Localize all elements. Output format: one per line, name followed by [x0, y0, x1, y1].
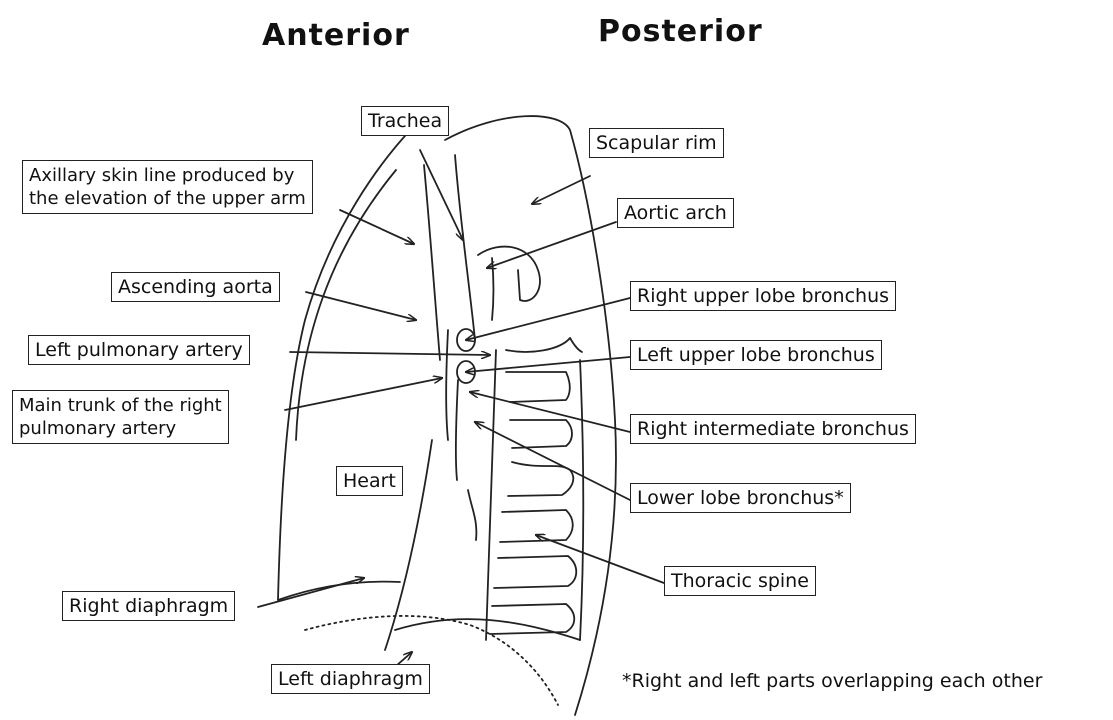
- axillary-line-1: Axillary skin line produced by: [29, 164, 306, 187]
- left-diaphragm-text: Left diaphragm: [278, 668, 423, 690]
- heart-label: Heart: [336, 466, 403, 496]
- spine-back: [580, 360, 583, 640]
- left-diaphragm-label: Left diaphragm: [271, 664, 430, 694]
- main-trunk-right-pulmonary-artery-label: Main trunk of the right pulmonary artery: [12, 390, 229, 444]
- right-diaphragm-text: Right diaphragm: [69, 595, 228, 617]
- thoracic-spine-text: Thoracic spine: [671, 570, 809, 592]
- lower-lobe-bronchus-text: Lower lobe bronchus*: [637, 487, 844, 509]
- trachea-wall-back: [455, 155, 475, 340]
- bronchus-line-2: [456, 380, 458, 480]
- right-intermediate-bronchus-text: Right intermediate bronchus: [637, 418, 909, 440]
- main-trunk-line-2: pulmonary artery: [19, 417, 222, 440]
- lower-lobe-bronchus: [468, 490, 476, 540]
- vertebra-2: [506, 372, 570, 402]
- aortic-arch-curve: [478, 247, 540, 301]
- thoracic-spine-label: Thoracic spine: [664, 566, 816, 596]
- trachea-label: Trachea: [361, 106, 449, 136]
- heart-text: Heart: [343, 470, 396, 492]
- main-trunk-line-1: Main trunk of the right: [19, 394, 222, 417]
- vertebra-7: [490, 604, 574, 634]
- left-pulmonary-artery-text: Left pulmonary artery: [35, 339, 243, 361]
- left-upper-lobe-bronchus-label: Left upper lobe bronchus: [630, 340, 882, 370]
- aortic-arch-inner: [492, 258, 494, 320]
- ascending-aorta-text: Ascending aorta: [118, 276, 273, 298]
- right-upper-lobe-bronchus-text: Right upper lobe bronchus: [637, 285, 889, 307]
- trachea-wall-front: [424, 165, 440, 360]
- posterior-heading: Posterior: [598, 14, 763, 49]
- trachea-text: Trachea: [368, 110, 442, 132]
- right-upper-lobe-bronchus-label: Right upper lobe bronchus: [630, 281, 896, 311]
- left-upper-lobe-bronchus-text: Left upper lobe bronchus: [637, 344, 875, 366]
- overlap-footnote: *Right and left parts overlapping each o…: [622, 670, 1042, 692]
- bronchus-line-1: [446, 330, 448, 440]
- right-diaphragm-label: Right diaphragm: [62, 591, 235, 621]
- vertebra-6: [494, 556, 576, 588]
- right-intermediate-bronchus-label: Right intermediate bronchus: [630, 414, 916, 444]
- aortic-arch-label: Aortic arch: [617, 198, 734, 228]
- ascending-aorta-label: Ascending aorta: [111, 272, 280, 302]
- anterior-heading: Anterior: [262, 18, 410, 53]
- scapular-rim-text: Scapular rim: [596, 132, 717, 154]
- axillary-skin-line-label: Axillary skin line produced by the eleva…: [22, 160, 313, 214]
- vertebra-5: [500, 510, 573, 542]
- scapular-rim-label: Scapular rim: [589, 128, 724, 158]
- left-pulmonary-artery-label: Left pulmonary artery: [28, 335, 250, 365]
- axillary-line-2: the elevation of the upper arm: [29, 187, 306, 210]
- spine-front: [486, 350, 496, 640]
- vertebra-1: [506, 338, 582, 352]
- lower-lobe-bronchus-label: Lower lobe bronchus*: [630, 483, 851, 513]
- aortic-arch-text: Aortic arch: [624, 202, 727, 224]
